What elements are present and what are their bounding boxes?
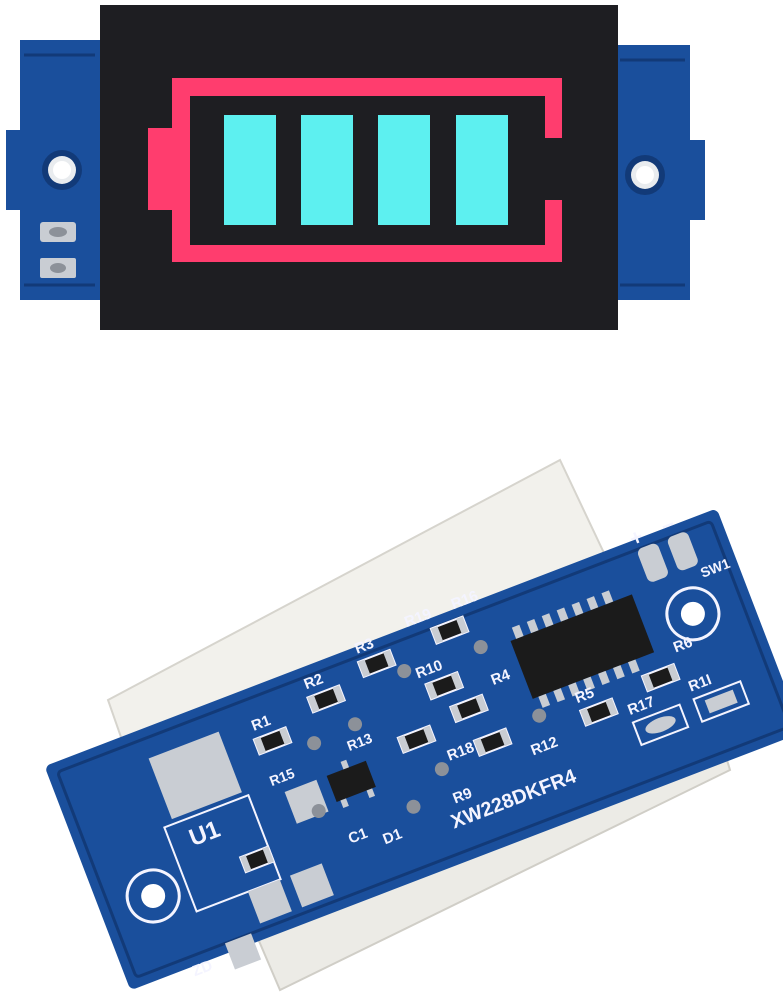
label-zd: ZD [190, 957, 215, 980]
label-r5: R5 [573, 684, 597, 707]
battery-pads [631, 532, 751, 747]
transistor [326, 759, 376, 809]
label-r3: R3 [352, 635, 376, 658]
mounting-hole-left [42, 150, 82, 190]
resistor [448, 693, 489, 724]
label-r6: R6 [671, 634, 695, 657]
solder-pads-front [40, 222, 76, 278]
vias [307, 640, 547, 819]
resistor [429, 615, 470, 645]
resistor [252, 726, 293, 756]
label-r4: R4 [489, 666, 514, 689]
resistor [640, 662, 681, 693]
battery-cell-1 [224, 115, 276, 225]
mounting-hole-back-left [125, 868, 181, 924]
mounting-hole-back-right [665, 586, 721, 642]
label-r2: R2 [302, 670, 326, 693]
resistor [472, 727, 513, 757]
u1-footprint [148, 731, 334, 970]
module-front-view [6, 5, 705, 330]
smd-resistors [238, 615, 681, 874]
label-c1: C1 [346, 825, 370, 848]
resistor [578, 697, 619, 727]
resistor [424, 670, 465, 701]
label-d1: D1 [380, 825, 404, 848]
battery-icon [148, 78, 562, 262]
label-r9: R9 [450, 785, 474, 808]
battery-cell-4 [456, 115, 508, 225]
resistor [356, 648, 397, 679]
module-back-view: U1 XW228DKFR4 R1 R2 R3 R19 R16 R10 R4 R5… [46, 458, 783, 992]
resistor [306, 684, 347, 714]
battery-cell-3 [378, 115, 430, 225]
label-r1: R1 [249, 712, 273, 735]
ic-chip [510, 590, 655, 708]
battery-cell-2 [301, 115, 353, 225]
resistor [396, 724, 437, 755]
mounting-hole-right [625, 155, 665, 195]
pcb-back: U1 XW228DKFR4 R1 R2 R3 R19 R16 R10 R4 R5… [46, 510, 783, 989]
resistor [238, 845, 276, 874]
